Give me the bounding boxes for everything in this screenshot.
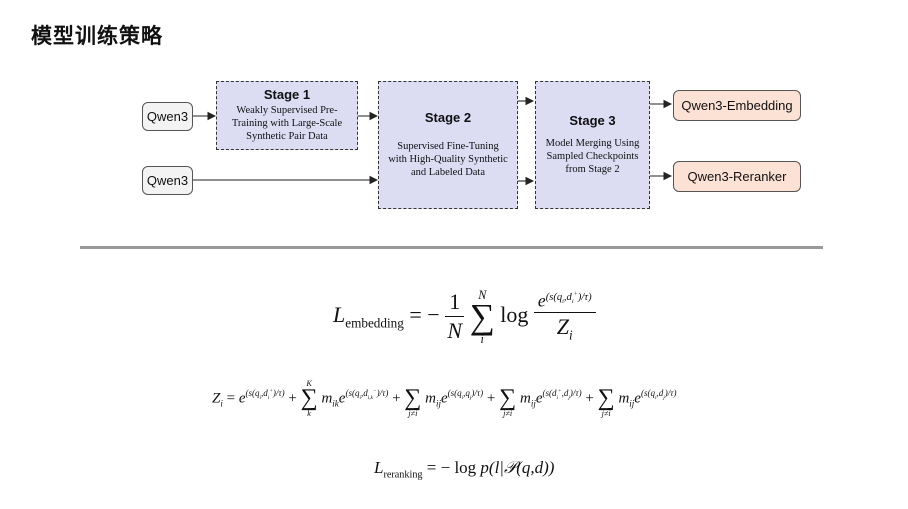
stage-description: Supervised Fine-Tuning with High-Quality… <box>388 141 508 178</box>
section-divider <box>80 246 823 249</box>
flow-connectors <box>193 96 673 186</box>
stage-3-box: Stage 3 Model Merging Using Sampled Chec… <box>535 81 650 209</box>
input-label: Qwen3 <box>146 173 189 188</box>
stage-title: Stage 3 <box>569 113 616 128</box>
reranking-subscript: reranking <box>383 469 423 481</box>
stage-description: Weakly Supervised Pre- Training with Lar… <box>231 105 343 142</box>
formula-partition-z: Zi = e(s(qi,di+)/τ) + K∑k mike(s(qi,di,k… <box>212 379 677 418</box>
page-title: 模型训练策略 <box>31 24 163 48</box>
input-qwen3-bottom: Qwen3 <box>142 166 193 195</box>
stage-description: Model Merging Using Sampled Checkpoints … <box>545 138 640 175</box>
stage-title: Stage 2 <box>424 110 472 125</box>
stage-title: Stage 1 <box>263 87 311 102</box>
output-label: Qwen3-Embedding <box>681 98 793 113</box>
embedding-subscript: embedding <box>345 315 404 331</box>
input-qwen3-top: Qwen3 <box>142 102 193 131</box>
output-label: Qwen3-Reranker <box>687 169 787 184</box>
stage-1-box: Stage 1 Weakly Supervised Pre- Training … <box>216 81 358 150</box>
input-label: Qwen3 <box>146 109 189 124</box>
stage-2-box: Stage 2 Supervised Fine-Tuning with High… <box>378 81 518 209</box>
formula-reranking-loss: Lreranking = − log p(l|𝒫(q,d)) <box>374 458 555 481</box>
output-qwen3-reranker: Qwen3-Reranker <box>673 161 801 192</box>
output-qwen3-embedding: Qwen3-Embedding <box>673 90 801 121</box>
